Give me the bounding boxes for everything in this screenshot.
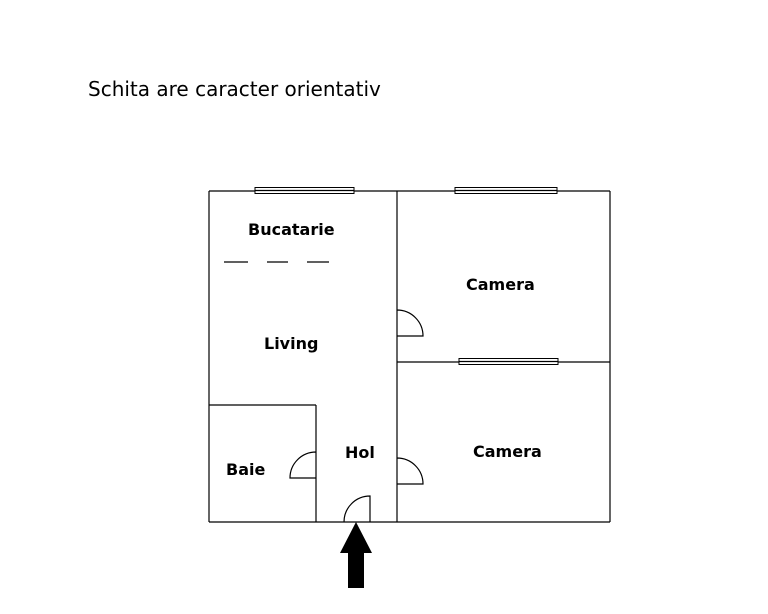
room-label-baie: Baie <box>226 460 265 479</box>
arrow-up-icon <box>340 522 372 588</box>
door-entrance <box>343 495 371 523</box>
outer-walls <box>208 190 611 523</box>
room-label-hol: Hol <box>345 443 375 462</box>
door-camera-top <box>396 309 424 337</box>
room-label-camera-bottom: Camera <box>473 442 542 461</box>
door-baie <box>289 451 317 479</box>
room-label-bucatarie: Bucatarie <box>248 220 335 239</box>
door-camera-bottom <box>396 457 424 485</box>
room-label-camera-top: Camera <box>466 275 535 294</box>
interior-walls <box>209 191 610 522</box>
page-title: Schita are caracter orientativ <box>88 77 381 101</box>
doors <box>289 309 424 523</box>
windows <box>254 187 559 365</box>
room-label-living: Living <box>264 334 318 353</box>
